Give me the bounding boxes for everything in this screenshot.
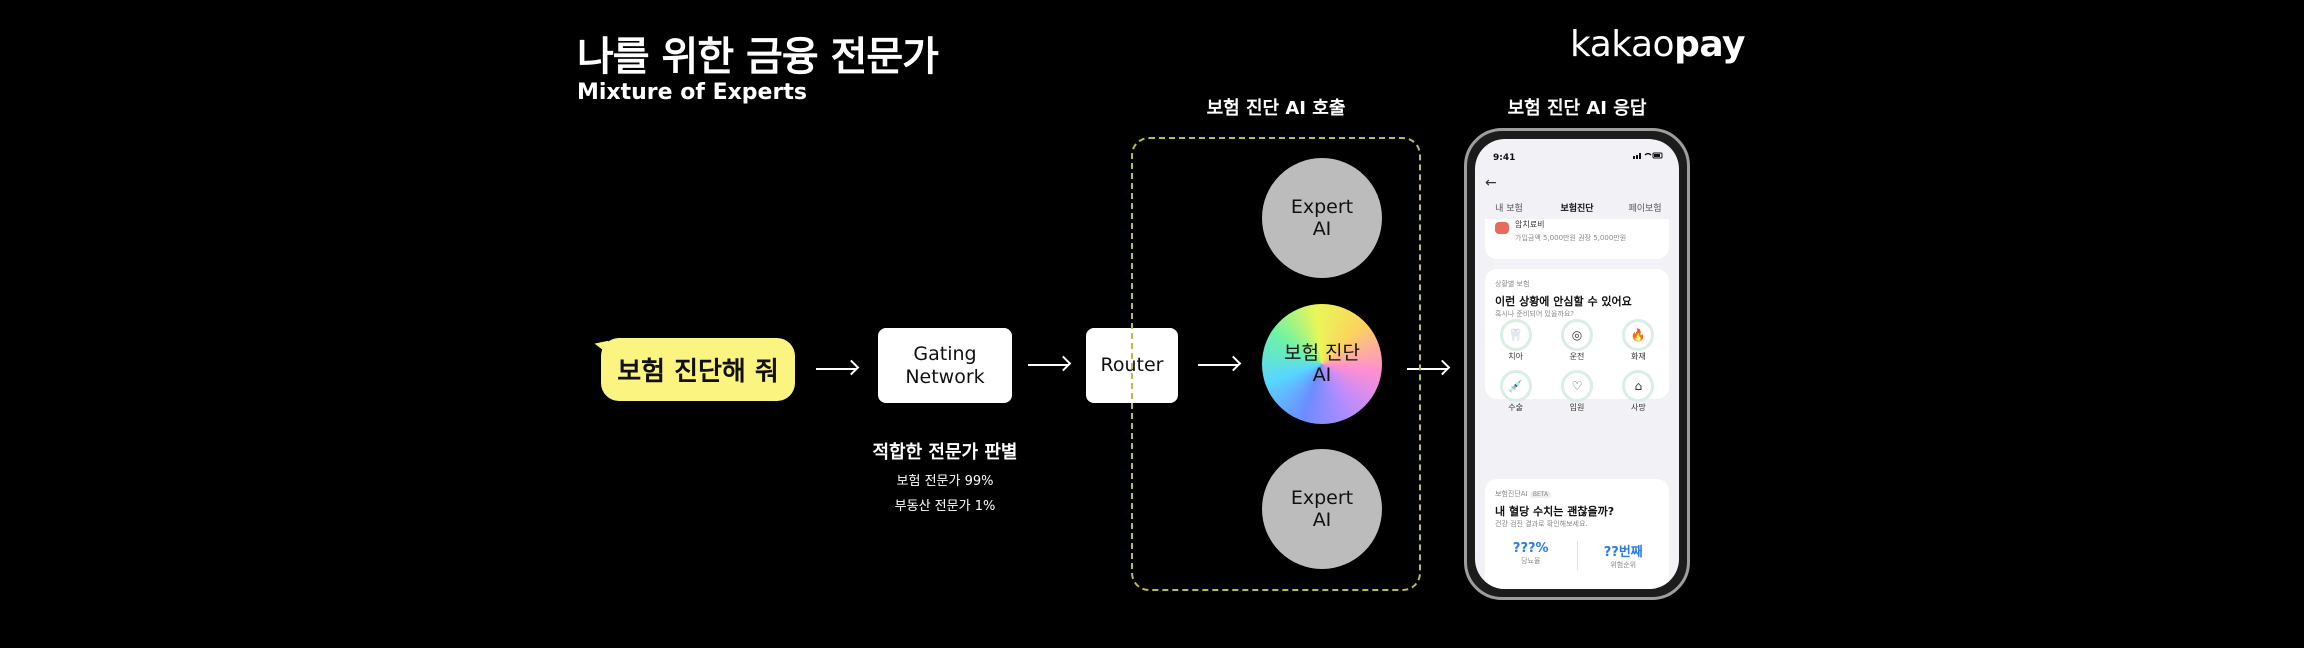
situation-icon-grid: 🦷 치아 ◎ 운전 🔥 화재 💉 수술 ♡ 입원 (1485, 319, 1669, 413)
arrow-left-icon[interactable]: ← (1485, 175, 1497, 191)
tab-my-insurance[interactable]: 내 보험 (1495, 204, 1523, 214)
gating-caption-main: 적합한 전문가 판별 (872, 442, 1018, 463)
situation-item[interactable]: 💉 수술 (1485, 370, 1546, 413)
beta-badge: BETA (1529, 491, 1552, 498)
ai-card-subtitle: 건강 검진 결과로 확인해보세요. (1495, 520, 1588, 528)
situation-item-label: 운전 (1569, 352, 1585, 361)
expert-ai-node: Expert AI (1262, 158, 1382, 278)
situation-item[interactable]: ♡ 입원 (1546, 370, 1607, 413)
expert-pool-frame (1131, 137, 1421, 591)
status-time: 9:41 (1493, 153, 1516, 163)
stat-block: ??번째 위험순위 (1578, 541, 1670, 570)
situation-item[interactable]: 🦷 치아 (1485, 319, 1546, 362)
stat-label: 당뇨율 (1521, 557, 1541, 565)
brand-logo: kakaopay (1570, 24, 1745, 65)
medical-bag-icon (1495, 222, 1509, 234)
arrow-right-icon (816, 368, 856, 370)
situation-item-label: 치아 (1508, 352, 1524, 361)
ai-response-label: 보험 진단 AI 응답 (1507, 98, 1647, 119)
expert-label-2: AI (1312, 364, 1332, 386)
situation-item[interactable]: ⌂ 사망 (1608, 370, 1669, 413)
situation-item-label: 화재 (1630, 352, 1646, 361)
expert-label-1: Expert (1290, 196, 1354, 218)
situation-subtitle: 혹시나 준비되어 있을까요? (1495, 310, 1575, 318)
stat-value: ??번째 (1603, 545, 1643, 560)
gating-label-1: Gating (913, 342, 977, 365)
expert-label-2: AI (1312, 218, 1332, 240)
insurance-ai-node: 보험 진단 AI (1262, 304, 1382, 424)
arrow-right-icon (1407, 368, 1447, 370)
gating-caption-line: 보험 전문가 99% (896, 474, 994, 489)
arrow-right-icon (1028, 364, 1068, 366)
gating-caption-line: 부동산 전문가 1% (894, 499, 996, 514)
gating-label-2: Network (905, 365, 985, 388)
tooth-icon: 🦷 (1499, 319, 1532, 351)
situation-item[interactable]: 🔥 화재 (1608, 319, 1669, 362)
ai-card-tag: 보험진단AI BETA (1495, 489, 1552, 499)
status-icons (1633, 152, 1663, 159)
arrow-right-icon (1198, 364, 1238, 366)
ai-card-stats: ???% 당뇨율 ??번째 위험순위 (1485, 541, 1669, 570)
user-query-bubble: 보험 진단해 줘 (601, 338, 795, 401)
ai-diagnosis-card[interactable]: 보험진단AI BETA 내 혈당 수치는 괜찮을까? 건강 검진 결과로 확인해… (1485, 479, 1669, 589)
situation-item-label: 수술 (1508, 403, 1524, 412)
syringe-icon: 💉 (1499, 370, 1532, 402)
steering-icon: ◎ (1560, 319, 1593, 351)
stat-value: ???% (1512, 541, 1549, 556)
situation-item-label: 입원 (1569, 403, 1585, 412)
ai-card-tag-text: 보험진단AI (1495, 490, 1528, 498)
gating-network-box: Gating Network (878, 328, 1012, 403)
expert-label-1: Expert (1290, 487, 1354, 509)
fire-icon: 🔥 (1622, 319, 1655, 351)
coverage-title: 암치료비 (1515, 220, 1545, 229)
brand-logo-bold: pay (1674, 24, 1745, 65)
phone-screen: 9:41 ← 내 보험 보험진단 페이보험 암치료비 가입금액 5,000만원 … (1475, 139, 1679, 589)
expert-label-2: AI (1312, 509, 1332, 531)
expert-label-1: 보험 진단 (1284, 342, 1360, 364)
page-title: 나를 위한 금융 전문가 (577, 34, 939, 80)
house-icon: ⌂ (1622, 370, 1655, 402)
stat-block: ???% 당뇨율 (1485, 541, 1578, 570)
page-subtitle: Mixture of Experts (577, 80, 807, 105)
gating-caption: 적합한 전문가 판별 보험 전문가 99% 부동산 전문가 1% (835, 438, 1055, 514)
situation-title: 이런 상황에 안심할 수 있어요 (1495, 295, 1632, 308)
expert-ai-node: Expert AI (1262, 449, 1382, 569)
ai-card-title: 내 혈당 수치는 괜찮을까? (1495, 505, 1615, 518)
coverage-card: 암치료비 가입금액 5,000만원 권장 5,000만원 (1485, 219, 1669, 259)
situation-item-label: 사망 (1630, 403, 1646, 412)
situation-card: 상황별 보험 이런 상황에 안심할 수 있어요 혹시나 준비되어 있을까요? 🦷… (1485, 269, 1669, 412)
stat-label: 위험순위 (1610, 561, 1637, 569)
tab-pay-insurance[interactable]: 페이보험 (1628, 204, 1662, 214)
situation-tag: 상황별 보험 (1495, 280, 1530, 288)
situation-item[interactable]: ◎ 운전 (1546, 319, 1607, 362)
stethoscope-icon: ♡ (1560, 370, 1593, 402)
brand-logo-light: kakao (1570, 24, 1675, 65)
ai-call-label: 보험 진단 AI 호출 (1206, 98, 1346, 119)
coverage-detail: 가입금액 5,000만원 권장 5,000만원 (1515, 234, 1627, 242)
phone-mockup: 9:41 ← 내 보험 보험진단 페이보험 암치료비 가입금액 5,000만원 … (1464, 128, 1690, 600)
